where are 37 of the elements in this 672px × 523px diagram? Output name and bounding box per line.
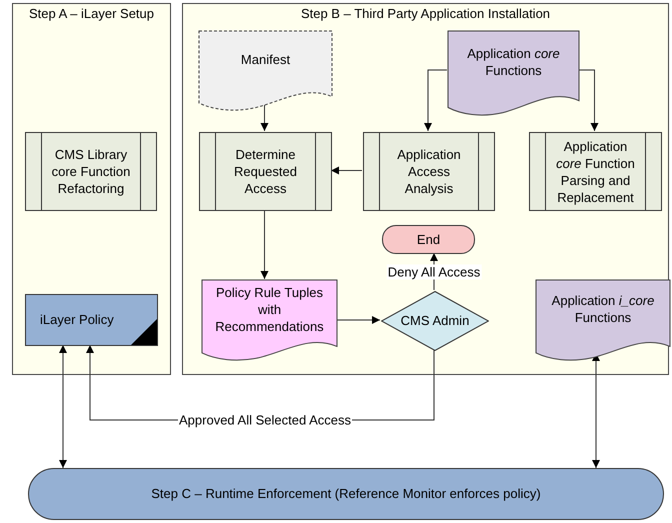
process-box: [529, 132, 662, 211]
document-shape: [202, 280, 337, 361]
node-label: Step C – Runtime Enforcement (Reference Monitor enforces policy): [151, 486, 541, 502]
arrow: [59, 344, 67, 468]
document-shape: [199, 31, 332, 111]
arrow: [336, 316, 380, 324]
edge-label: Approved All Selected Access: [178, 412, 352, 428]
decision-diamond: [381, 291, 489, 351]
node-label: Policy Rule Tuples with Recommendations: [215, 284, 324, 334]
node-label: iLayer Policy: [40, 312, 114, 328]
node-label: Application Access Analysis: [397, 147, 461, 196]
step-panel: [12, 3, 171, 375]
node-label: Application core Functions: [467, 46, 560, 78]
arrow: [330, 166, 362, 174]
node-label: End: [416, 232, 440, 247]
process-box: [363, 132, 495, 211]
node-label: Manifest: [240, 52, 290, 68]
process-box: [199, 132, 332, 211]
process-box: [25, 132, 157, 211]
node-label: Application core Function Parsing and Replacement: [556, 138, 635, 204]
node-label: CMS Admin: [400, 313, 470, 328]
node-label: CMS Library core Function Refactoring: [52, 147, 130, 196]
process-pill: [28, 468, 664, 520]
node-label: Determine Requested Access: [234, 147, 297, 196]
step-panel: [182, 3, 669, 375]
arrow: [424, 70, 448, 132]
arrow: [260, 104, 268, 132]
edge-label: Deny All Access: [386, 264, 482, 279]
policy-box: [25, 294, 158, 346]
document-shape: [536, 280, 670, 361]
node-label: Step A – iLayer Setup: [28, 6, 154, 21]
node-label: Application i_core Functions: [552, 293, 654, 326]
terminal-box: [382, 225, 475, 254]
node-label: Step B – Third Party Application Installation: [300, 6, 550, 21]
arrow: [578, 70, 598, 132]
document-shape: [448, 31, 579, 116]
arrow: [260, 210, 268, 280]
